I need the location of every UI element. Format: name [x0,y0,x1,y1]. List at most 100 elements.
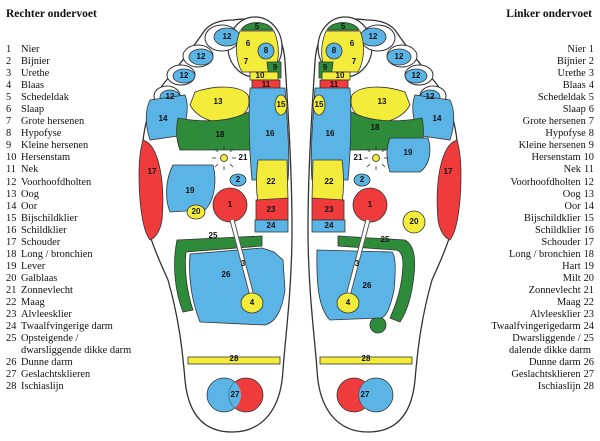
legend-label: Twaalfvingerige darm [21,321,113,333]
label-28: 28 [362,354,371,363]
legend-label: Oog [21,188,39,200]
legend-number: 3 [588,68,594,80]
label-23: 23 [325,205,334,214]
zone-27-gonads-overlap [228,382,242,408]
legend-label: Hersenstam [531,152,581,164]
zone-24-duodenum [311,219,346,233]
label-7: 7 [244,57,249,66]
legend-number: 14 [6,200,17,212]
label-23: 23 [267,205,276,214]
label-6: 6 [350,39,355,48]
label-18: 18 [371,123,380,132]
legend-number: 20 [6,272,17,284]
legend-label: Alvleesklier [21,309,72,321]
zone-20-gallbladder [186,204,206,220]
label-12: 12 [395,52,404,61]
label-24: 24 [267,221,276,230]
legend-label: Galblaas [21,272,58,284]
legend-number: 24 [583,321,594,333]
label-12: 12 [412,71,421,80]
legend-item: 17 Schouder [6,237,146,249]
legend-label: Schouder [21,236,61,248]
zone-3-ureter [230,219,254,297]
label-9: 9 [273,63,278,72]
legend-label: Dunne darm [528,357,581,369]
legend-label: Schildklier [21,224,67,236]
label-24: 24 [325,221,334,230]
label-18: 18 [216,130,225,139]
zone-2-adrenal [353,173,371,187]
legend-number: 9 [6,140,12,152]
legend-label: Long / bronchien [509,248,581,260]
label-11: 11 [262,80,271,89]
legend-label: Schedeldak [537,92,586,104]
zone-27-gonads-overlap [358,382,372,408]
zone-24-duodenum [254,219,289,233]
legend-number: 8 [6,128,12,140]
legend-label: dwarsliggende dikke darm [21,345,132,357]
legend-number: 17 [6,236,17,248]
legend-label: Schedeldak [21,92,69,104]
label-3: 3 [241,259,246,268]
zone-12-sinus [172,68,196,84]
label-22: 22 [325,177,334,186]
label-19: 19 [404,148,413,157]
title-right-sole: Rechter ondervoet [6,8,97,20]
label-25: 25 [381,235,390,244]
label-21: 21 [239,153,248,162]
zone-12-sinus [386,48,412,66]
legend-number: 11 [6,164,17,176]
legend-number: 10 [583,152,594,164]
legend-label: Geslachtsklieren [21,369,91,381]
legend-number: 13 [583,188,594,200]
zone-26-small-intestine [189,247,286,326]
label-16: 16 [266,129,275,138]
legend-number: 27 [6,369,17,381]
legend-number: 3 [6,68,12,80]
zone-13-eye [189,86,250,123]
legend-number: 16 [583,224,594,236]
zone-19-heart [386,137,431,173]
legend-label: Grote hersenen [522,116,586,128]
label-4: 4 [346,298,351,307]
legend-number: 26 [583,357,594,369]
legend-number: 18 [6,248,17,260]
zone-20-spleen [402,210,426,234]
label-28: 28 [230,354,239,363]
label-8: 8 [264,46,269,55]
legend-label: Lever [21,260,46,272]
legend-label: Blaas [21,80,45,92]
legend-number: 15 [583,212,594,224]
legend-item: Dwarsliggende /25 [474,333,594,345]
legend-number: 5 [588,92,594,104]
legend-item: 27 Geslachtsklieren [6,369,146,381]
legend-label: dalende dikke darm [509,345,591,357]
zone-21-solar-plexus [364,146,388,170]
label-3: 3 [355,259,360,268]
zone-17-shoulder [138,139,164,241]
zone-18-lungs [188,115,250,148]
legend-label: Dunne darm [21,357,73,369]
legend-label: Bijschildklier [524,212,581,224]
label-4: 4 [250,298,255,307]
